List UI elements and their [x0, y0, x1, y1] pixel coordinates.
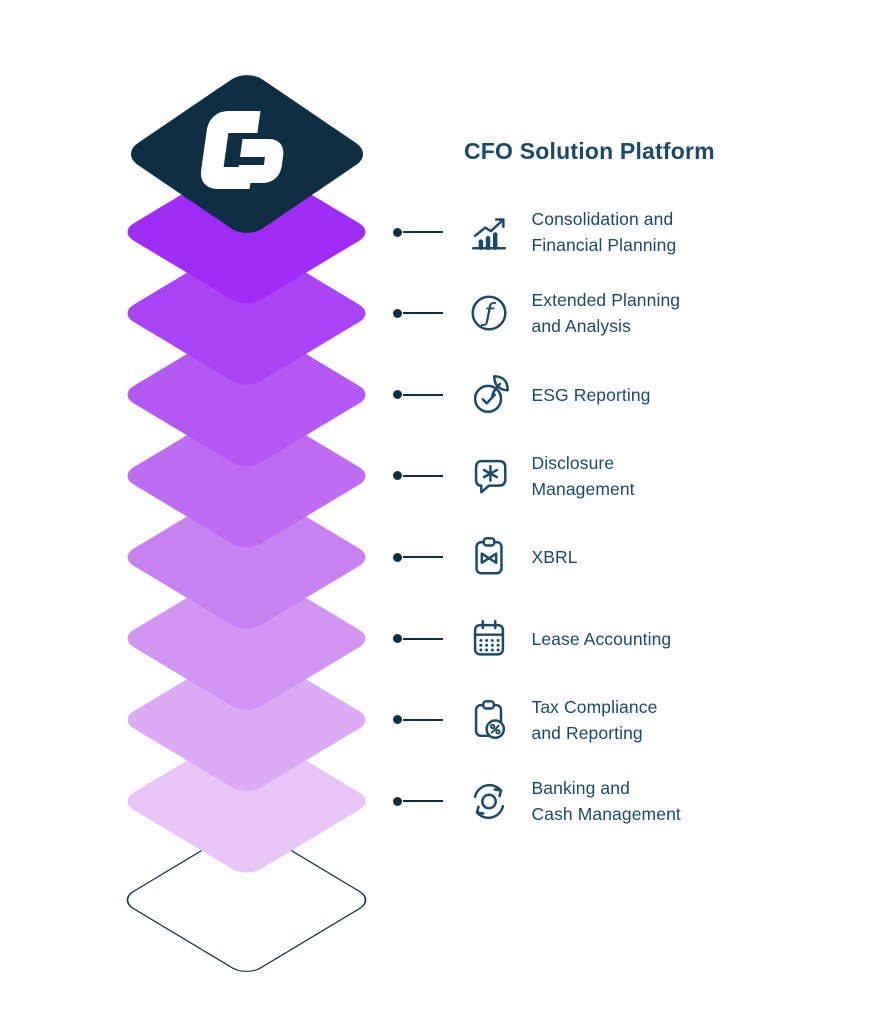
connector-dot: [393, 634, 402, 643]
platform-layer-5: [127, 485, 366, 629]
platform-item-row: Tax Compliance and Reporting: [393, 679, 853, 761]
label-line: Disclosure: [531, 452, 615, 473]
label-line: Extended Planning: [531, 290, 681, 311]
connector-dot: [393, 471, 402, 481]
top-diamond: [130, 75, 364, 233]
platform-layer-4: [127, 404, 366, 548]
page-title: CFO Solution Platform: [464, 138, 715, 164]
platform-item-label: ESG Reporting: [532, 382, 651, 408]
label-line: XBRL: [531, 547, 578, 568]
connector-line: [402, 800, 443, 803]
xbrl-clipboard-icon: [461, 534, 517, 580]
platform-layer-6: [127, 567, 366, 710]
lucanet-logo-icon: [200, 111, 284, 189]
platform-layer-8: [127, 729, 366, 873]
label-line: Management: [531, 478, 635, 499]
connector-line: [402, 474, 443, 477]
connector-dot: [393, 715, 402, 725]
connector-line: [402, 637, 443, 640]
connector-line: [402, 312, 443, 315]
label-line: Tax Compliance: [531, 696, 658, 717]
connector-dot: [393, 390, 402, 400]
platform-item-row: XBRL: [393, 516, 853, 598]
connector-line: [402, 231, 443, 233]
platform-item-label: Lease Accounting: [532, 626, 672, 652]
label-line: Financial Planning: [531, 235, 677, 255]
label-line: Consolidation and: [531, 209, 674, 229]
platform-item-label: Extended Planning and Analysis: [532, 287, 681, 339]
platform-item-row: ESG Reporting: [393, 354, 853, 436]
platform-layer-7: [127, 648, 366, 792]
platform-layer-3: [127, 323, 366, 466]
label-line: Lease Accounting: [531, 628, 672, 649]
connector-line: [402, 556, 443, 559]
label-line: and Analysis: [531, 316, 631, 337]
connector-dot: [393, 552, 402, 562]
connector-dot: [393, 227, 402, 237]
clipboard-percent-icon: [461, 697, 517, 743]
label-line: ESG Reporting: [531, 384, 651, 405]
connector-dot: [393, 796, 402, 806]
platform-item-row: ƒ Extended Planning and Analysis: [393, 272, 853, 354]
platform-item-label: Tax Compliance and Reporting: [532, 694, 658, 746]
calendar-icon: [461, 616, 517, 662]
platform-layer-2: [127, 241, 366, 385]
stack-base-outline: [126, 828, 367, 972]
connector-line: [402, 718, 443, 721]
label-line: Banking and: [531, 778, 630, 799]
connector-line: [402, 393, 443, 396]
leaf-check-icon: [461, 372, 517, 418]
platform-item-label: XBRL: [532, 544, 578, 570]
speech-asterisk-icon: [461, 453, 517, 499]
label-line: Cash Management: [531, 804, 681, 825]
svg-text:ƒ: ƒ: [480, 298, 496, 327]
connector-dot: [393, 308, 402, 318]
bar-chart-icon: [461, 209, 517, 255]
label-line: and Reporting: [531, 722, 643, 743]
platform-item-row: Lease Accounting: [393, 598, 853, 680]
cycle-coin-icon: [461, 778, 517, 824]
function-icon: ƒ: [461, 290, 517, 336]
